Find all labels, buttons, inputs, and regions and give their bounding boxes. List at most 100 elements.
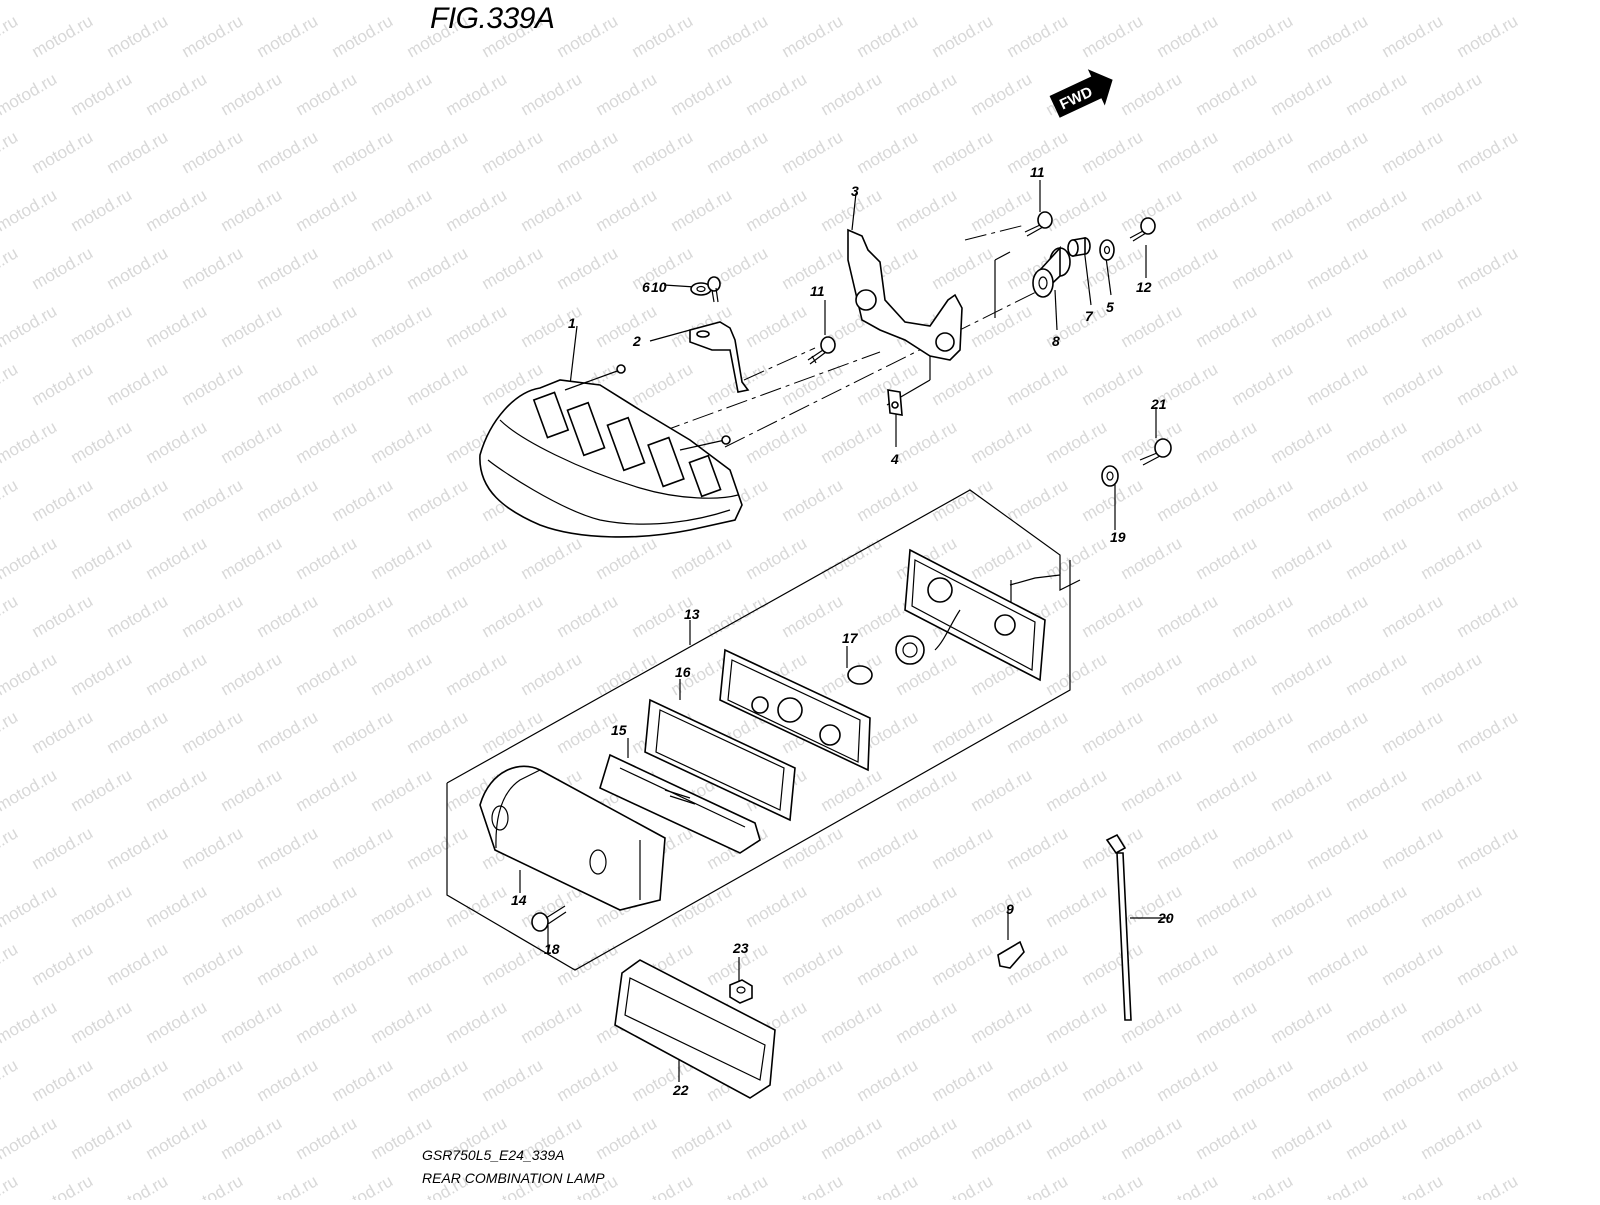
screw-18-part [531, 905, 567, 932]
watermark-text: motod.ru [404, 359, 472, 409]
watermark-text: motod.ru [1454, 707, 1522, 757]
watermark-text: motod.ru [779, 1055, 847, 1105]
watermark-text: motod.ru [104, 243, 172, 293]
watermark-text: motod.ru [254, 939, 322, 989]
watermark-text: motod.ru [254, 1055, 322, 1105]
watermark-text: motod.ru [1079, 359, 1147, 409]
watermark-text: motod.ru [1454, 823, 1522, 873]
watermark-text: motod.ru [929, 243, 997, 293]
watermark-text: motod.ru [1304, 591, 1372, 641]
callout-12: 12 [1136, 279, 1152, 295]
watermark-text: motod.ru [779, 11, 847, 61]
callout-10: 10 [651, 279, 667, 295]
watermark-text: motod.ru [1154, 591, 1222, 641]
watermark-text: motod.ru [1193, 417, 1261, 467]
watermark-text: motod.ru [104, 591, 172, 641]
watermark-text: motod.ru [1154, 11, 1222, 61]
watermark-text: motod.ru [1304, 823, 1372, 873]
watermark-text: motod.ru [0, 707, 21, 757]
watermark-text: motod.ru [1268, 185, 1336, 235]
watermark-text: motod.ru [29, 591, 97, 641]
watermark-text: motod.ru [1079, 591, 1147, 641]
watermark-text: motod.ru [818, 881, 886, 931]
watermark-text: motod.ru [1454, 127, 1522, 177]
watermark-text: motod.ru [329, 475, 397, 525]
watermark-text: motod.ru [743, 0, 811, 3]
watermark-text: motod.ru [68, 1113, 136, 1163]
watermark-text: motod.ru [1268, 417, 1336, 467]
watermark-text: motod.ru [179, 475, 247, 525]
watermark-text: motod.ru [254, 707, 322, 757]
watermark-text: motod.ru [1343, 69, 1411, 119]
callout-5: 5 [1106, 299, 1114, 315]
lamp-housing-part [719, 648, 871, 772]
watermark-text: motod.ru [1343, 533, 1411, 583]
watermark-text: motod.ru [104, 1055, 172, 1105]
watermark-text: motod.ru [1343, 997, 1411, 1047]
watermark-text: motod.ru [179, 1055, 247, 1105]
watermark-text: motod.ru [1343, 881, 1411, 931]
watermark-text: motod.ru [1154, 243, 1222, 293]
watermark-text: motod.ru [968, 69, 1036, 119]
watermark-text: motod.ru [0, 127, 21, 177]
watermark-text: motod.ru [1454, 591, 1522, 641]
grommet-part [1032, 245, 1071, 298]
callout-14: 14 [511, 892, 527, 908]
watermark-text: motod.ru [293, 765, 361, 815]
watermark-text: motod.ru [218, 533, 286, 583]
watermark-text: motod.ru [1079, 1171, 1147, 1200]
watermark-text: motod.ru [779, 1171, 847, 1200]
watermark-text: motod.ru [1079, 1055, 1147, 1105]
watermark-text: motod.ru [143, 881, 211, 931]
watermark-text: motod.ru [179, 823, 247, 873]
watermark-text: motod.ru [218, 649, 286, 699]
watermark-text: motod.ru [743, 881, 811, 931]
watermark-text: motod.ru [104, 127, 172, 177]
watermark-text: motod.ru [104, 939, 172, 989]
watermark-text: motod.ru [254, 1171, 322, 1200]
watermark-text: motod.ru [218, 765, 286, 815]
watermark-text: motod.ru [404, 823, 472, 873]
watermark-text: motod.ru [704, 1171, 772, 1200]
watermark-text: motod.ru [293, 997, 361, 1047]
watermark-text: motod.ru [443, 185, 511, 235]
washer-part [1099, 239, 1115, 261]
watermark-text: motod.ru [854, 1055, 922, 1105]
watermark-text: motod.ru [854, 359, 922, 409]
watermark-text: motod.ru [1004, 707, 1072, 757]
watermark-text: motod.ru [443, 649, 511, 699]
watermark-text: motod.ru [1043, 185, 1111, 235]
watermark-text: motod.ru [29, 475, 97, 525]
watermark-text: motod.ru [1043, 0, 1111, 3]
watermark-text: motod.ru [1193, 881, 1261, 931]
watermark-text: motod.ru [293, 649, 361, 699]
watermark-text: motod.ru [404, 243, 472, 293]
watermark-text: motod.ru [1418, 533, 1486, 583]
watermark-text: motod.ru [293, 417, 361, 467]
bulb-socket-part [847, 548, 1061, 685]
watermark-text: motod.ru [29, 939, 97, 989]
watermark-text: motod.ru [968, 1113, 1036, 1163]
watermark-text: motod.ru [818, 533, 886, 583]
watermark-text: motod.ru [968, 0, 1036, 3]
watermark-text: motod.ru [554, 1055, 622, 1105]
watermark-text: motod.ru [1043, 417, 1111, 467]
watermark-text: motod.ru [1118, 69, 1186, 119]
watermark-text: motod.ru [1043, 881, 1111, 931]
watermark-text: motod.ru [1379, 707, 1447, 757]
watermark-text: motod.ru [1343, 185, 1411, 235]
watermark-text: motod.ru [104, 475, 172, 525]
clip-part [997, 940, 1025, 969]
watermark-text: motod.ru [179, 939, 247, 989]
watermark-text: motod.ru [929, 1171, 997, 1200]
watermark-text: motod.ru [1193, 649, 1261, 699]
watermark-text: motod.ru [704, 11, 772, 61]
watermark-text: motod.ru [1379, 823, 1447, 873]
watermark-text: motod.ru [1229, 591, 1297, 641]
watermark-text: motod.ru [0, 185, 60, 235]
watermark-text: motod.ru [329, 1171, 397, 1200]
plate-bracket-part [847, 228, 963, 361]
